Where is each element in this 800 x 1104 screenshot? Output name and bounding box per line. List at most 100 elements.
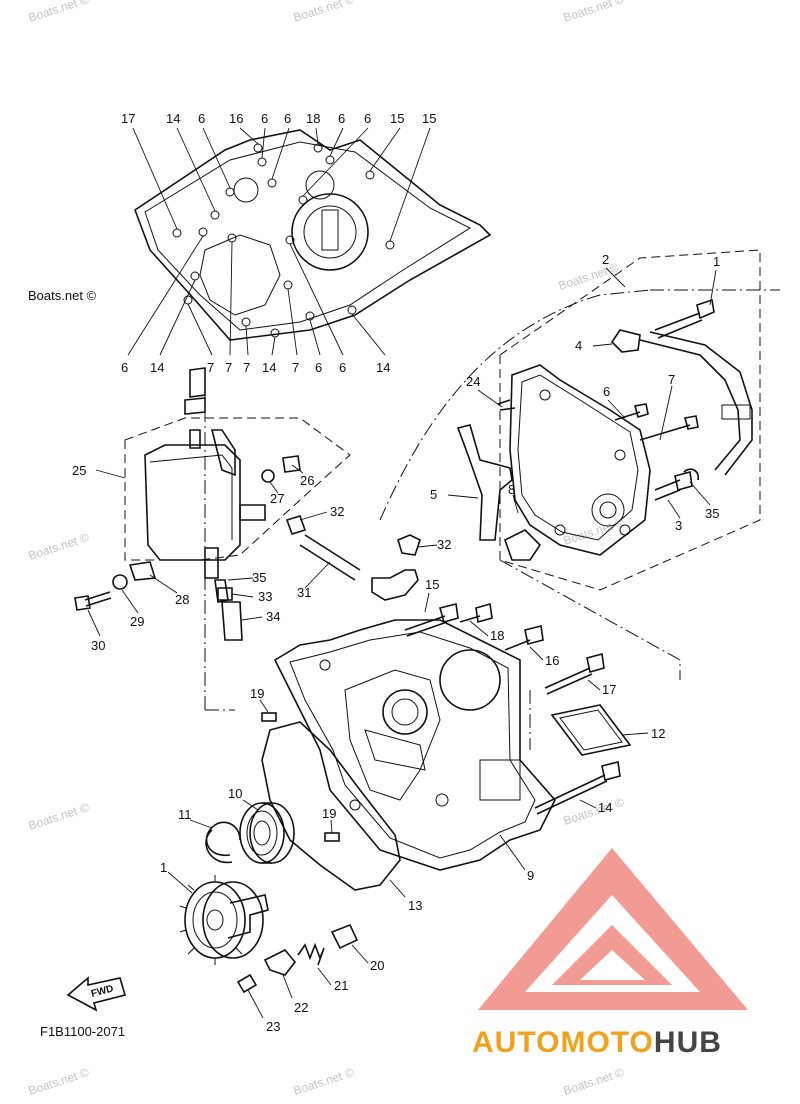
callout-2: 2 bbox=[602, 252, 609, 267]
gasket-13 bbox=[261, 721, 401, 891]
callout-6: 6 bbox=[339, 360, 346, 375]
leaders-left bbox=[87, 464, 438, 637]
callout-1: 1 bbox=[160, 860, 167, 875]
brand-part2: HUB bbox=[654, 1026, 722, 1059]
watermark-text: Boats.net © bbox=[27, 1065, 91, 1098]
callout-26: 26 bbox=[300, 473, 314, 488]
bearing-10 bbox=[239, 802, 295, 864]
hose-31 bbox=[299, 534, 361, 581]
callout-6: 6 bbox=[284, 111, 291, 126]
callout-29: 29 bbox=[130, 614, 144, 629]
callout-6: 6 bbox=[364, 111, 371, 126]
watermark-text: Boats.net © bbox=[562, 1065, 626, 1098]
callout-21: 21 bbox=[334, 978, 348, 993]
crankcase-face-view bbox=[134, 129, 492, 341]
callout-12: 12 bbox=[651, 726, 665, 741]
callout-30: 30 bbox=[91, 638, 105, 653]
leaders-top bbox=[127, 127, 431, 356]
callout-14: 14 bbox=[150, 360, 164, 375]
bolt-30-head bbox=[74, 595, 91, 611]
callout-6: 6 bbox=[121, 360, 128, 375]
hose-31-elbow bbox=[371, 569, 419, 601]
crankcase-bolts bbox=[404, 602, 621, 815]
watermark-text: Boats.net © bbox=[557, 260, 621, 293]
callout-32: 32 bbox=[437, 537, 451, 552]
callout-8: 8 bbox=[508, 482, 515, 497]
callout-17: 17 bbox=[602, 682, 616, 697]
automotohub-logo-icon bbox=[478, 848, 748, 1010]
callout-15: 15 bbox=[425, 577, 439, 592]
callout-4: 4 bbox=[575, 338, 582, 353]
watermark-text: Boats.net © bbox=[27, 800, 91, 833]
fitting-33 bbox=[217, 587, 233, 601]
callout-7: 7 bbox=[207, 360, 214, 375]
callout-11: 11 bbox=[178, 807, 192, 822]
pump-assembly-box bbox=[456, 249, 761, 591]
callout-7: 7 bbox=[668, 372, 675, 387]
leaders-lower bbox=[167, 592, 649, 1019]
callout-17: 17 bbox=[121, 111, 135, 126]
callout-22: 22 bbox=[294, 1000, 308, 1015]
gear-1 bbox=[179, 875, 269, 965]
callout-16: 16 bbox=[229, 111, 243, 126]
callout-14: 14 bbox=[376, 360, 390, 375]
callout-35: 35 bbox=[252, 570, 266, 585]
callout-19: 19 bbox=[250, 686, 264, 701]
callout-3: 3 bbox=[675, 518, 682, 533]
callout-5: 5 bbox=[430, 487, 437, 502]
watermark-text: Boats.net © bbox=[562, 795, 626, 828]
diagram-code: F1B1100-2071 bbox=[40, 1024, 125, 1039]
callout-33: 33 bbox=[258, 589, 272, 604]
watermark-text: Boats.net © bbox=[292, 1065, 356, 1098]
watermark-text: Boats.net © bbox=[27, 0, 91, 25]
callout-23: 23 bbox=[266, 1019, 280, 1034]
callout-20: 20 bbox=[370, 958, 384, 973]
callout-1: 1 bbox=[713, 254, 720, 269]
callouts-top: 17 14 6 16 6 6 18 6 6 15 15 6 14 7 7 7 1… bbox=[121, 111, 436, 375]
callouts-lower: 15 18 16 17 19 12 14 10 11 19 9 1 13 20 … bbox=[160, 577, 665, 1034]
fwd-label: FWD bbox=[90, 983, 115, 1000]
leaders-right-upper bbox=[447, 267, 717, 519]
callout-25: 25 bbox=[72, 463, 86, 478]
clamp-32 bbox=[397, 534, 421, 556]
callout-6: 6 bbox=[261, 111, 268, 126]
callout-6: 6 bbox=[603, 384, 610, 399]
circlip-11 bbox=[205, 821, 241, 864]
callout-18: 18 bbox=[490, 628, 504, 643]
screw-23 bbox=[236, 973, 258, 994]
boundary-line bbox=[499, 559, 681, 750]
dowel-19-lower bbox=[324, 832, 340, 842]
callout-31: 31 bbox=[297, 585, 311, 600]
callout-15: 15 bbox=[390, 111, 404, 126]
grommet-28 bbox=[128, 561, 157, 581]
watermark-text: Boats.net © bbox=[28, 288, 97, 303]
callout-27: 27 bbox=[270, 491, 284, 506]
strainer-mesh bbox=[559, 709, 623, 751]
washer-29 bbox=[112, 574, 128, 590]
callout-19: 19 bbox=[322, 806, 336, 821]
callout-6: 6 bbox=[338, 111, 345, 126]
callout-15: 15 bbox=[422, 111, 436, 126]
strainer-12 bbox=[550, 704, 632, 756]
callout-7: 7 bbox=[292, 360, 299, 375]
callout-35: 35 bbox=[705, 506, 719, 521]
oil-tank-box bbox=[124, 367, 351, 603]
brand-part1: AUTOMOTO bbox=[472, 1026, 654, 1059]
fwd-arrow-icon: FWD bbox=[66, 976, 127, 1012]
watermark-text: Boats.net © bbox=[27, 530, 91, 563]
callout-6: 6 bbox=[198, 111, 205, 126]
filter-34 bbox=[221, 601, 243, 641]
callout-28: 28 bbox=[175, 592, 189, 607]
callout-14: 14 bbox=[598, 800, 612, 815]
brand-wordmark: AUTOMOTOHUB bbox=[472, 1026, 722, 1059]
callout-14: 14 bbox=[166, 111, 180, 126]
callout-7: 7 bbox=[243, 360, 250, 375]
callout-10: 10 bbox=[228, 786, 242, 801]
callout-14: 14 bbox=[262, 360, 276, 375]
callout-16: 16 bbox=[545, 653, 559, 668]
callout-34: 34 bbox=[266, 609, 280, 624]
plug-20 bbox=[330, 923, 359, 950]
callout-9: 9 bbox=[527, 868, 534, 883]
callout-13: 13 bbox=[408, 898, 422, 913]
